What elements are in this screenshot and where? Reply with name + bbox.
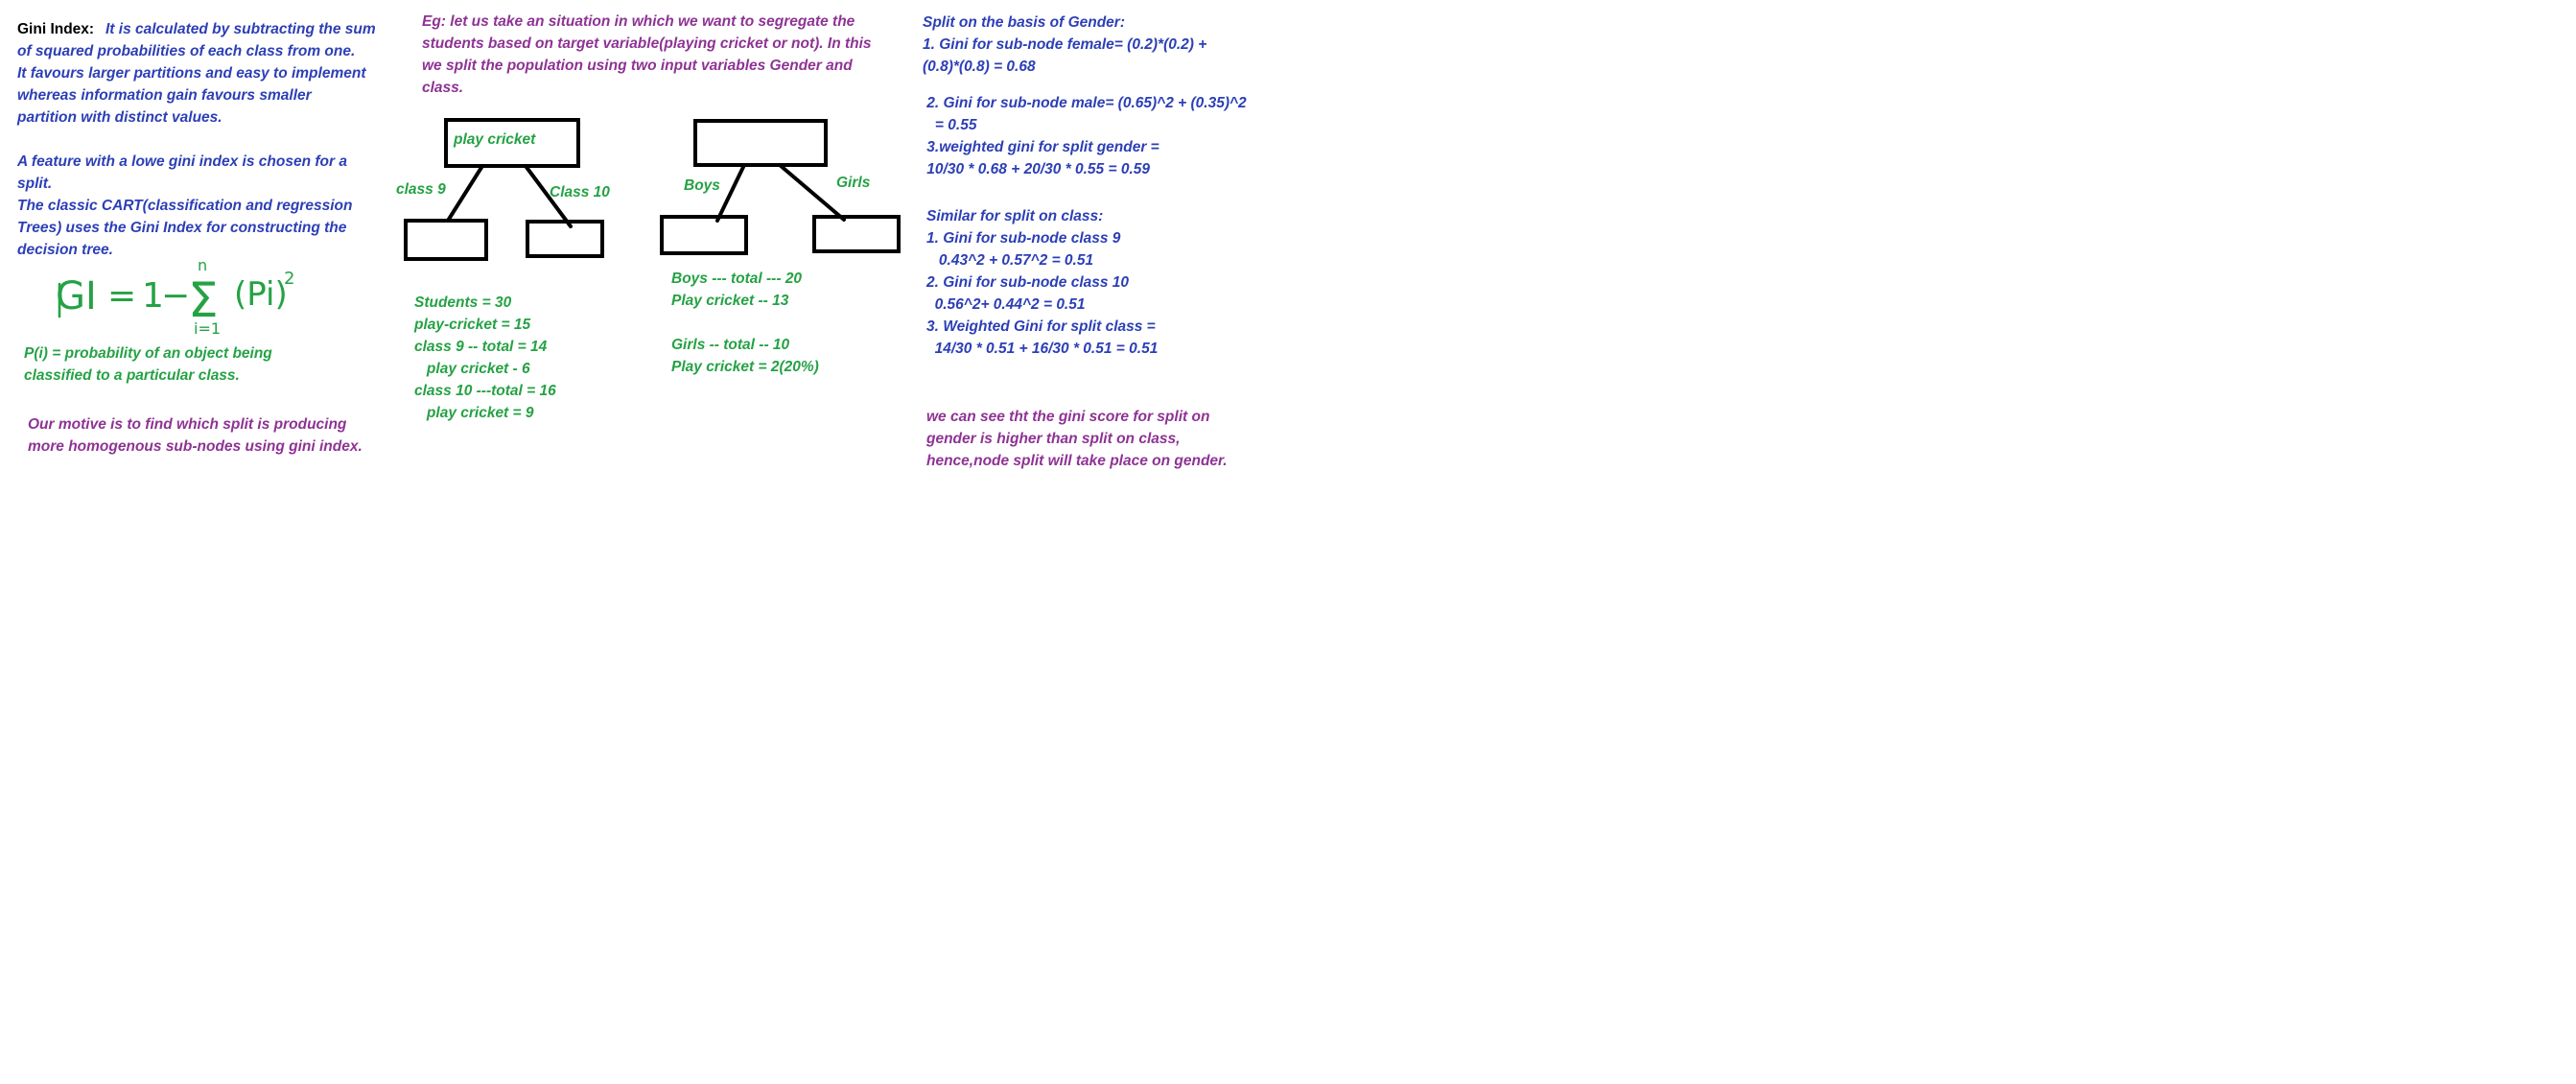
class-10-leaf-node [526,220,604,258]
gender-calculation: Split on the basis of Gender: 1. Gini fo… [923,14,1247,177]
class-calc-line-1: Similar for split on class: [926,208,1103,224]
cart-line-5: decision tree. [17,242,113,258]
formula-one: 1 [142,276,164,316]
cart-line-1: A feature with a lowe gini index is chos… [16,153,347,170]
gender-calc-line-1: Split on the basis of Gender: [923,14,1125,31]
formula-lhs: GI [56,274,97,318]
formula-equals: = [107,276,136,316]
definition-line-4: whereas information gain favours smaller [17,87,313,104]
conclusion: we can see tht the gini score for split … [925,409,1228,469]
definition-line-3: It favours larger partitions and easy to… [17,65,366,82]
gender-stat-line-4: Girls -- total -- 10 [671,337,790,353]
formula-minus: − [161,276,190,316]
cart-line-4: Trees) uses the Gini Index for construct… [17,220,347,236]
class-stat-line-5: class 10 ---total = 16 [414,383,556,399]
class-calc-line-7: 14/30 * 0.51 + 16/30 * 0.51 = 0.51 [926,341,1158,357]
probability-line-2: classified to a particular class. [24,367,240,384]
class-calc-line-2: 1. Gini for sub-node class 9 [926,230,1121,247]
conclusion-line-1: we can see tht the gini score for split … [926,409,1209,425]
gender-stat-line-5: Play cricket = 2(20%) [671,359,819,375]
class-stat-line-3: class 9 -- total = 14 [414,339,548,355]
gender-stat-line-1: Boys --- total --- 20 [671,271,802,287]
gender-calc-line-2: 1. Gini for sub-node female= (0.2)*(0.2)… [923,36,1206,53]
example-line-2: students based on target variable(playin… [422,35,872,52]
class-stats: Students = 30 play-cricket = 15 class 9 … [413,295,556,421]
gender-split-tree: Boys Girls [660,119,901,255]
motive-note: Our motive is to find which split is pro… [28,416,363,455]
class-calculation: Similar for split on class: 1. Gini for … [925,208,1158,357]
cart-line-3: The classic CART(classification and regr… [17,198,352,214]
cart-line-2: split. [17,176,52,192]
class-calc-line-5: 0.56^2+ 0.44^2 = 0.51 [926,296,1085,313]
girls-leaf-node [812,215,901,253]
motive-line-1: Our motive is to find which split is pro… [28,416,347,433]
formula-sigma: Σ [188,272,219,328]
cart-explanation: A feature with a lowe gini index is chos… [16,153,352,258]
gender-tree-left-edge [715,163,746,223]
class-10-edge-label: Class 10 [550,184,610,200]
definition-line-5: partition with distinct values. [16,109,222,126]
gender-stats: Boys --- total --- 20 Play cricket -- 13… [671,271,819,375]
class-tree-root-node [444,118,580,168]
class-stat-line-6: play cricket = 9 [414,405,534,421]
class-stat-line-1: Students = 30 [414,295,512,311]
class-tree-left-edge [446,164,484,223]
class-calc-line-3: 0.43^2 + 0.57^2 = 0.51 [926,252,1093,269]
probability-note: P(i) = probability of an object being cl… [24,345,272,384]
gender-calc-line-6: = 0.55 [923,117,977,133]
conclusion-line-3: hence,node split will take place on gend… [926,453,1228,469]
class-9-edge-label: class 9 [396,181,446,198]
class-calc-line-4: 2. Gini for sub-node class 10 [925,274,1129,291]
gender-stat-line-2: Play cricket -- 13 [671,293,789,309]
example-line-3: we split the population using two input … [422,58,853,74]
gender-tree-right-edge [778,163,846,222]
definition-line-2: of squared probabilities of each class f… [17,43,355,59]
definition-line-1: It is calculated by subtracting the sum [105,21,376,37]
boys-edge-label: Boys [684,177,720,194]
class-tree-right-edge [524,164,573,228]
formula-upper-limit: n [198,256,207,274]
example-line-1: Eg: let us take an situation in which we… [422,13,855,30]
motive-line-2: more homogenous sub-nodes using gini ind… [28,438,363,455]
gender-calc-line-8: 10/30 * 0.68 + 20/30 * 0.55 = 0.59 [923,161,1150,177]
girls-edge-label: Girls [836,175,871,191]
formula-term: (Pi) [234,275,288,314]
class-stat-line-2: play-cricket = 15 [413,317,530,333]
example-intro: Eg: let us take an situation in which we… [422,13,872,96]
conclusion-line-2: gender is higher than split on class, [925,431,1180,447]
gini-formula: GI = 1 − Σ n i=1 (Pi) 2 [56,256,294,338]
gender-calc-line-7: 3.weighted gini for split gender = [923,139,1159,155]
class-tree-root-label: play cricket [453,131,536,148]
example-line-4: class. [422,80,463,96]
formula-lower-limit: i=1 [194,319,221,338]
boys-leaf-node [660,215,748,255]
class-split-tree: play cricket class 9 Class 10 [396,118,610,261]
gini-index-heading: Gini Index: [17,21,94,37]
class-calc-line-6: 3. Weighted Gini for split class = [926,318,1156,335]
gini-definition: Gini Index: It is calculated by subtract… [16,21,376,126]
gender-calc-line-5: 2. Gini for sub-node male= (0.65)^2 + (0… [923,95,1247,111]
formula-power: 2 [284,269,294,289]
class-stat-line-4: play cricket - 6 [414,361,530,377]
class-9-leaf-node [404,219,488,261]
probability-line-1: P(i) = probability of an object being [24,345,272,362]
gender-tree-root-node [693,119,828,167]
gender-calc-line-3: (0.8)*(0.8) = 0.68 [923,59,1036,75]
